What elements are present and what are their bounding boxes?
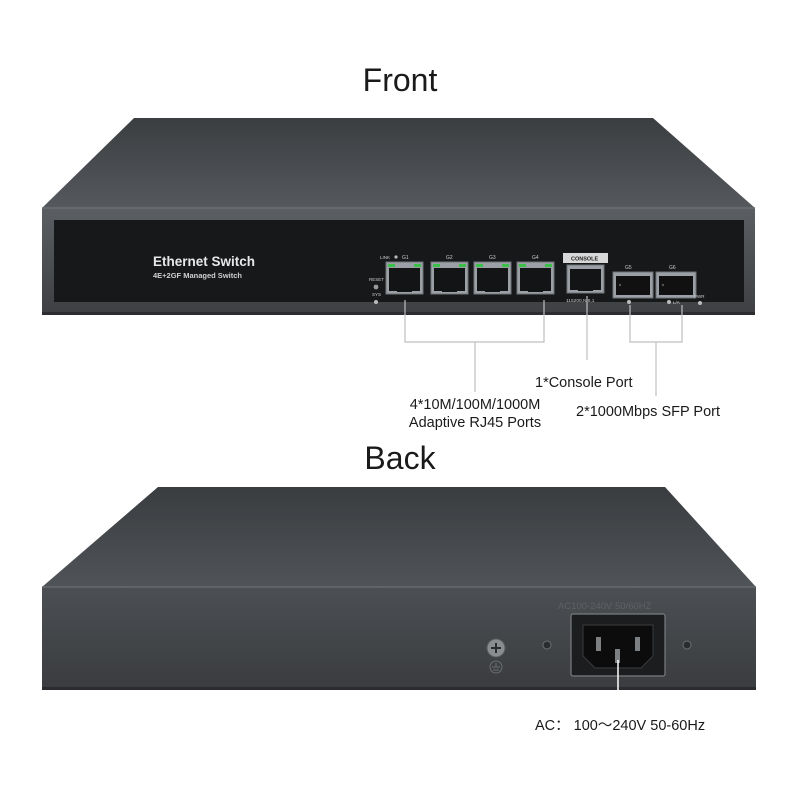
ground-screw-icon [486,638,506,674]
rj45-port [430,261,469,295]
power-spec-label: AC100-240V 50/60HZ [558,601,652,612]
sys-led [374,300,378,304]
reset-button [373,284,379,290]
back-chassis-top [42,487,756,587]
console-label: CONSOLE [571,257,599,263]
rj45-callout-line2: Adaptive RJ45 Ports [408,415,542,431]
port-label-g6: G6 [669,265,676,271]
console-port: CONSOLE 115200,N,8,1 [563,253,608,304]
device-model: 4E+2GF Managed Switch [153,271,242,280]
power-socket-icon [570,613,666,677]
screw-icon [682,640,692,650]
console-params: 115200,N,8,1 [566,298,595,304]
screw-icon [542,640,552,650]
back-heading: Back [364,440,436,476]
sfp-led [667,300,671,304]
rj45-port [516,261,555,295]
port-label-g3: G3 [489,255,496,261]
sfp-port [612,271,654,299]
reset-label: RESET [369,277,384,282]
console-callout: 1*Console Port [535,375,633,391]
pwr-led [698,301,702,305]
front-heading: Front [362,62,438,98]
port-label-g2: G2 [446,255,453,261]
callout-lines [404,296,683,396]
device-name: Ethernet Switch [153,254,255,269]
link-led [394,255,398,259]
link-label: LINK [380,255,390,260]
back-view: AC100-240V 50/60HZ [42,487,756,715]
pwr-label: PWR [694,294,705,299]
front-chassis-top [42,118,755,208]
rj45-callout-line1: 4*10M/100M/1000M [409,397,541,413]
sfp-callout: 2*1000Mbps SFP Port [576,404,721,420]
la-label: L/A [673,300,680,305]
rj45-port [473,261,512,295]
sys-label: SYS [372,292,381,297]
rj45-port [385,261,424,295]
front-view: Ethernet Switch 4E+2GF Managed Switch LI… [42,118,755,396]
rj45-port-group [385,261,555,295]
sfp-led [627,300,631,304]
power-callout: AC： 100～240V 50-60Hz [535,718,706,734]
port-label-g5: G5 [625,265,632,271]
port-label-g1: G1 [402,255,409,261]
sfp-port [655,271,697,299]
port-label-g4: G4 [532,255,539,261]
